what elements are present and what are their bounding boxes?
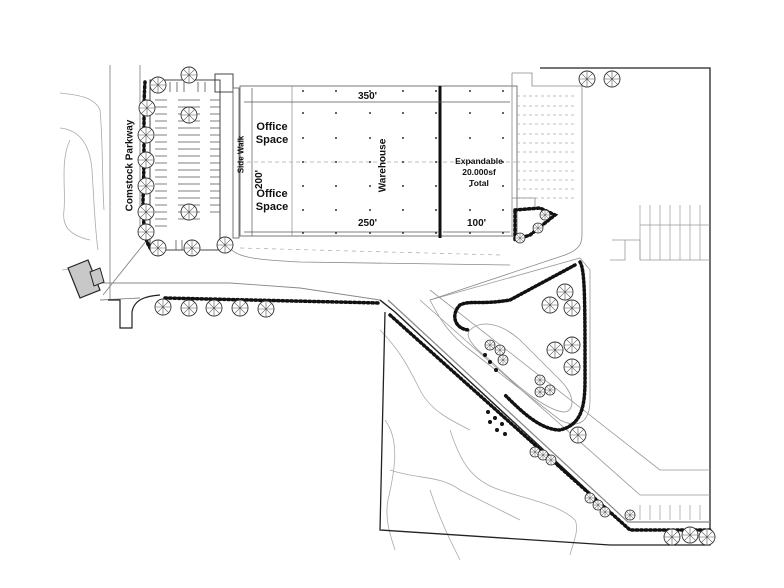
dimension-100: 100' — [467, 218, 487, 229]
diagonal-driveway — [379, 205, 710, 531]
office-space-lower-label: Office Space — [252, 188, 292, 214]
road-label-comstock-parkway: Comstock Parkway — [124, 119, 136, 212]
warehouse-label: Warehouse — [377, 138, 389, 193]
dimension-250: 250' — [358, 218, 378, 229]
expandable-label-line: Expandable — [455, 156, 503, 166]
office-space-upper-label: Office Space — [252, 121, 292, 147]
expandable-label-line: 20.000sf — [462, 167, 496, 177]
existing-building — [67, 259, 105, 299]
building-footprint — [231, 72, 583, 301]
property-boundary — [379, 67, 711, 546]
landscape-island — [429, 257, 591, 425]
expandable-label: Expandable 20.000sf Total — [450, 156, 508, 189]
entrance-curb — [108, 294, 161, 329]
shrub-cluster — [483, 353, 507, 436]
dimension-350: 350' — [358, 91, 378, 102]
expandable-label-line: Total — [469, 178, 489, 188]
hedge-loop — [453, 260, 587, 432]
sidewalk-label: Side Walk — [236, 135, 246, 174]
office-label-line: Space — [255, 201, 289, 213]
office-label-line: Office — [256, 121, 288, 133]
contour-lines — [59, 92, 578, 561]
column-grid — [302, 90, 504, 234]
dimension-200: 200' — [254, 169, 266, 190]
office-label-line: Office — [256, 188, 288, 200]
office-label-line: Space — [255, 134, 289, 146]
